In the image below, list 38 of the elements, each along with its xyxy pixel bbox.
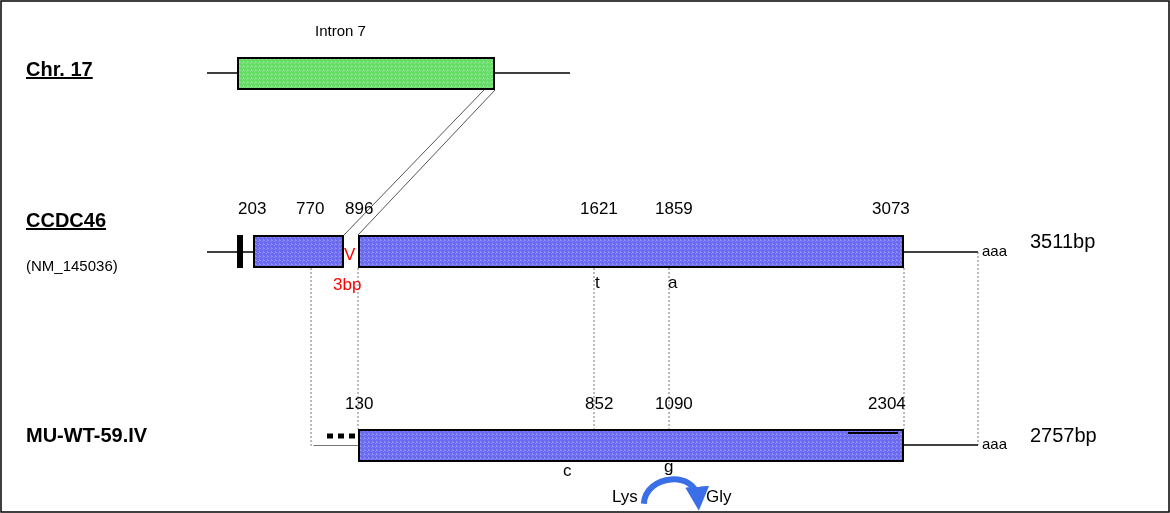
position-number: 3073 <box>872 200 910 219</box>
position-number: 2304 <box>868 395 906 414</box>
alignment-line <box>357 267 359 430</box>
exon-box <box>358 235 904 268</box>
clone-label: MU-WT-59.IV <box>26 424 148 446</box>
gene-label: CCDC46 <box>26 209 107 231</box>
nucleotide-label: g <box>664 458 674 477</box>
nucleotide-label: c <box>563 462 572 481</box>
alignment-line <box>903 267 905 430</box>
accession-label: (NM_145036) <box>26 258 118 275</box>
polya-label: aaa <box>982 436 1008 453</box>
length-label: 3511bp <box>1030 230 1096 252</box>
position-number: 852 <box>585 395 614 414</box>
position-number: 1090 <box>655 395 693 414</box>
length-label: 2757bp <box>1030 424 1097 446</box>
alignment-line <box>593 267 595 430</box>
alignment-line <box>310 267 359 446</box>
position-number: 896 <box>345 200 374 219</box>
position-number: 203 <box>238 200 267 219</box>
alignment-line <box>668 267 670 430</box>
intron-label: Intron 7 <box>315 23 366 40</box>
position-number: 770 <box>296 200 325 219</box>
nucleotide-label: t <box>595 274 600 293</box>
projection-line <box>357 89 496 236</box>
amino-acid-label: Gly <box>706 488 732 507</box>
nucleotide-label: a <box>668 274 678 293</box>
position-number: 1621 <box>580 200 618 219</box>
position-number: 130 <box>345 395 374 414</box>
deletion-size-label: 3bp <box>333 276 362 295</box>
polya-label: aaa <box>982 243 1008 260</box>
amino-acid-label: Lys <box>612 488 638 507</box>
deletion-mark: V <box>344 246 356 265</box>
projection-line <box>343 89 485 236</box>
exon-box <box>358 429 904 462</box>
exon-box <box>253 235 344 268</box>
position-number: 1859 <box>655 200 693 219</box>
curved-arrow <box>640 476 708 511</box>
chromosome-label: Chr. 17 <box>26 58 93 80</box>
